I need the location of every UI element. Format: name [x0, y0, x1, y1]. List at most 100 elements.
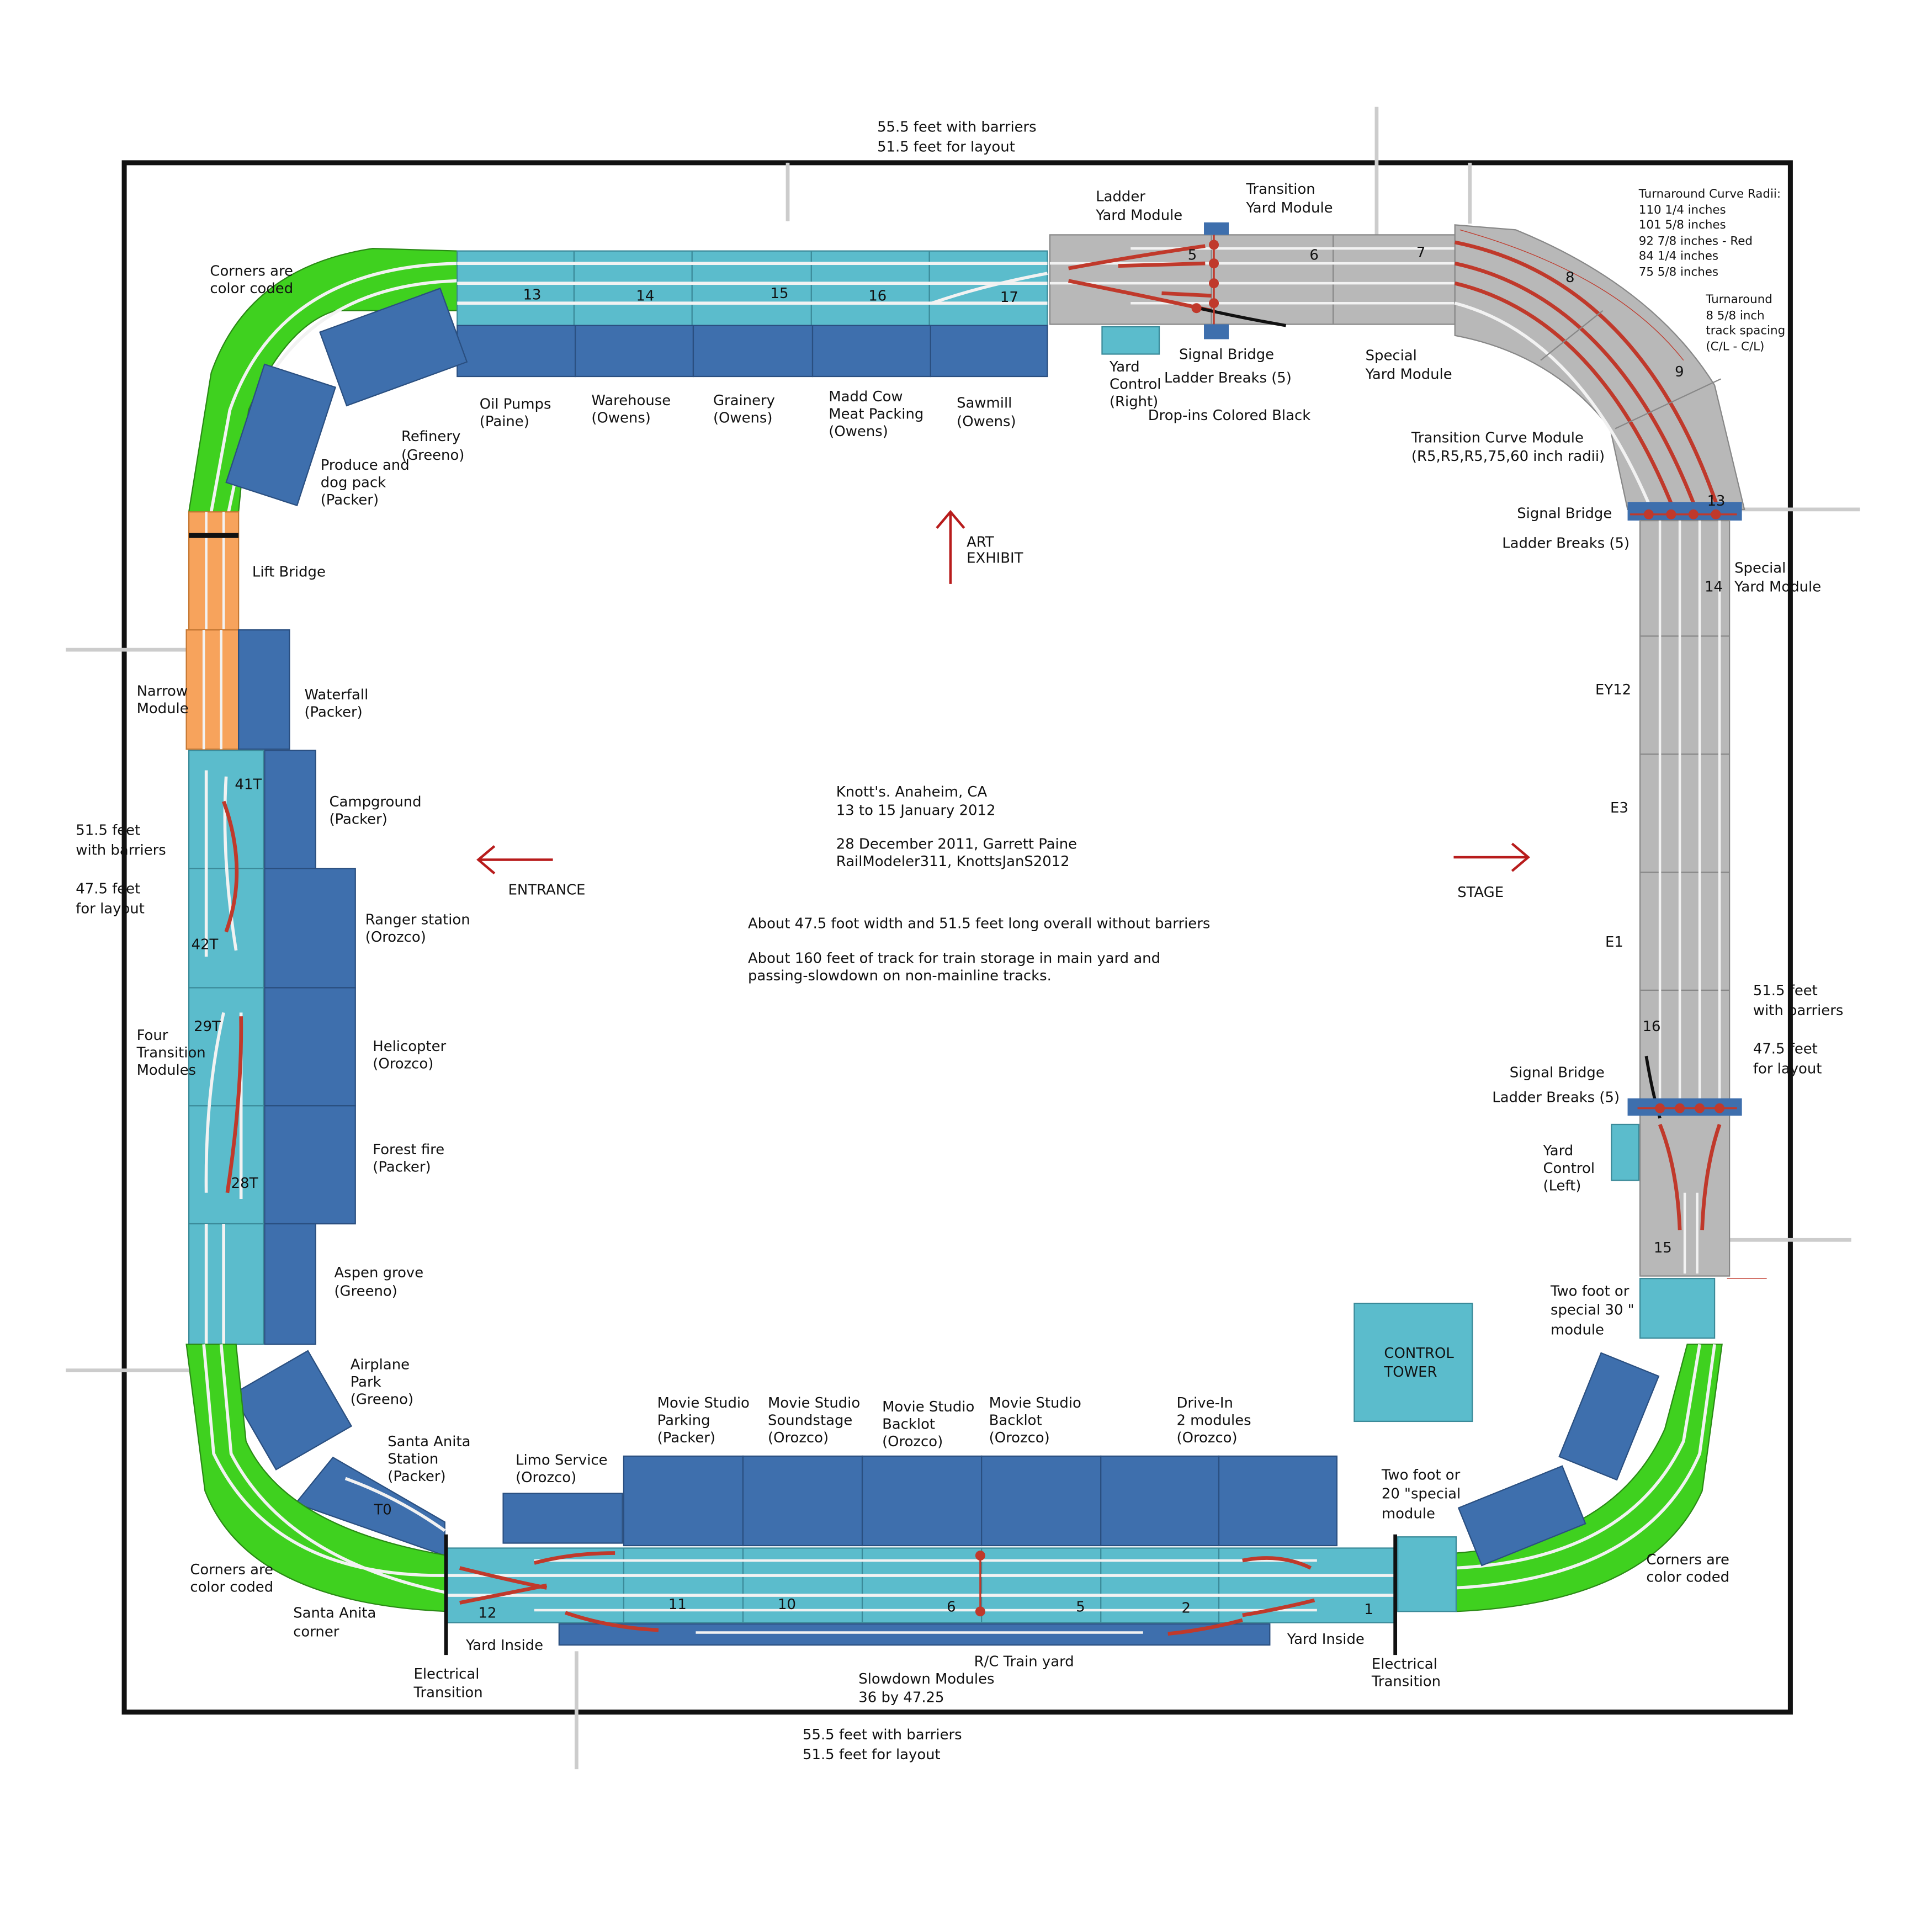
rc-yard-label: R/C Train yard	[974, 1653, 1074, 1670]
ms-backlot-a-1: Movie Studio	[882, 1399, 974, 1415]
special-yard-r-1: Special	[1734, 560, 1786, 577]
yard-inside-l: Yard Inside	[465, 1637, 543, 1654]
dim-left-3: 47.5 feet	[76, 880, 140, 897]
ms-sound-2: Soundstage	[768, 1413, 852, 1429]
turnaround-curve	[1454, 224, 1745, 521]
ranger-1: Ranger station	[365, 912, 470, 928]
corners-br-2: color coded	[1646, 1569, 1729, 1585]
two-foot-20-1: Two foot or	[1381, 1467, 1461, 1484]
waterfall-1: Waterfall	[304, 687, 368, 703]
top-industries	[225, 287, 1048, 507]
dim-top-2: 51.5 feet for layout	[877, 139, 1015, 156]
madd-2: Meat Packing	[829, 406, 923, 423]
right-yard	[1611, 519, 1767, 1339]
ms-parking-2: Parking	[657, 1413, 710, 1429]
turnaround-r3: 92 7/8 inches - Red	[1639, 234, 1753, 248]
drivein-1: Drive-In	[1177, 1395, 1233, 1411]
aspen-2: (Greeno)	[334, 1283, 397, 1300]
two-foot-20-3: module	[1382, 1505, 1435, 1522]
two-foot-20-2: 20 "special	[1382, 1485, 1461, 1502]
helicopter-2: (Orozco)	[373, 1056, 433, 1073]
special-yard-top-2: Yard Module	[1365, 366, 1452, 383]
two-foot-30-2: special 30 "	[1551, 1302, 1634, 1318]
module-num: 29T	[194, 1018, 221, 1035]
signal-bridge-r: Signal Bridge	[1517, 506, 1612, 522]
module-num: 16	[868, 288, 887, 305]
produce-3: (Packer)	[321, 492, 379, 508]
four-2: Transition	[136, 1044, 206, 1061]
santa-corner-2: corner	[293, 1623, 339, 1640]
ladder-breaks-top: Ladder Breaks (5)	[1164, 370, 1292, 386]
corners-tl-1: Corners are	[210, 263, 293, 280]
narrow-1: Narrow	[137, 683, 188, 699]
campground-2: (Packer)	[329, 811, 387, 827]
module-num: 15	[770, 285, 788, 302]
ms-backlot-a-3: (Orozco)	[882, 1434, 943, 1450]
aspen-1: Aspen grove	[334, 1265, 423, 1281]
four-3: Modules	[137, 1062, 197, 1079]
dim-right-2: with barriers	[1753, 1002, 1843, 1019]
helicopter-1: Helicopter	[373, 1038, 446, 1055]
module-num: 14	[1705, 578, 1723, 595]
signal-bridge-top: Signal Bridge	[1179, 346, 1274, 363]
ladder-breaks-r: Ladder Breaks (5)	[1502, 535, 1630, 552]
drivein-2: 2 modules	[1177, 1413, 1251, 1429]
module-num: 42T	[192, 937, 219, 953]
ms-backlot-b-2: Backlot	[989, 1413, 1042, 1429]
art-label-2: EXHIBIT	[967, 550, 1023, 567]
author-line-1: 28 December 2011, Garrett Paine	[836, 836, 1077, 852]
ms-backlot-b-1: Movie Studio	[989, 1395, 1081, 1411]
santa-station-2: Station	[388, 1451, 438, 1467]
dim-left-2: with barriers	[76, 842, 166, 859]
corners-bl-1: Corners are	[190, 1562, 273, 1578]
bottom-industries	[502, 1455, 1337, 1646]
module-num: 9	[1675, 364, 1684, 380]
ladder-breaks-r2: Ladder Breaks (5)	[1492, 1089, 1620, 1106]
forest-2: (Packer)	[373, 1159, 431, 1176]
module-num: 6	[947, 1599, 956, 1615]
forest-1: Forest fire	[373, 1142, 444, 1158]
dim-right-4: for layout	[1753, 1061, 1822, 1078]
grainery-1: Grainery	[713, 392, 775, 409]
note-line-2: About 160 feet of track for train storag…	[748, 950, 1160, 967]
produce-1: Produce and	[321, 457, 410, 474]
corners-bl-2: color coded	[190, 1579, 273, 1595]
module-num: 6	[1309, 247, 1318, 263]
dropins-label: Drop-ins Colored Black	[1148, 407, 1310, 424]
venue-line-2: 13 to 15 January 2012	[836, 803, 996, 819]
ms-sound-1: Movie Studio	[768, 1395, 860, 1411]
dim-right-3: 47.5 feet	[1753, 1041, 1818, 1058]
ms-backlot-a-2: Backlot	[882, 1416, 935, 1432]
control-tower-2: TOWER	[1383, 1364, 1437, 1381]
signal-bridge-r2: Signal Bridge	[1510, 1064, 1605, 1081]
module-num: 5	[1076, 1599, 1085, 1615]
refinery-2: (Greeno)	[401, 447, 464, 464]
direction-arrows	[476, 509, 1530, 875]
module-num: 28T	[231, 1175, 258, 1192]
module-num: 5	[1188, 247, 1197, 263]
yard-control-r-1: Yard	[1109, 359, 1140, 375]
control-tower-box	[1354, 1302, 1473, 1423]
ranger-2: (Orozco)	[365, 929, 426, 946]
santa-station-1: Santa Anita	[388, 1434, 470, 1450]
note-line-1: About 47.5 foot width and 51.5 feet long…	[748, 915, 1210, 932]
turnaround-r1: 110 1/4 inches	[1639, 203, 1726, 217]
produce-2: dog pack	[321, 474, 386, 491]
spacing-3: track spacing	[1706, 323, 1785, 337]
yard-inside-r: Yard Inside	[1287, 1631, 1365, 1648]
module-num: 11	[668, 1596, 687, 1613]
module-num: 13	[523, 286, 542, 303]
four-1: Four	[137, 1027, 168, 1044]
note-line-3: passing-slowdown on non-mainline tracks.	[748, 968, 1052, 984]
dim-bottom-2: 51.5 feet for layout	[803, 1747, 941, 1763]
oil-2: (Paine)	[480, 413, 529, 430]
ms-backlot-b-3: (Orozco)	[989, 1430, 1050, 1446]
dim-bottom-1: 55.5 feet with barriers	[803, 1727, 962, 1743]
special-yard-top-1: Special	[1366, 348, 1417, 364]
module-num: 10	[778, 1596, 796, 1613]
airplane-1: Airplane	[351, 1356, 410, 1373]
corners-br-1: Corners are	[1646, 1552, 1729, 1568]
sawmill-1: Sawmill	[957, 395, 1012, 411]
module-num: 13	[1707, 493, 1726, 509]
